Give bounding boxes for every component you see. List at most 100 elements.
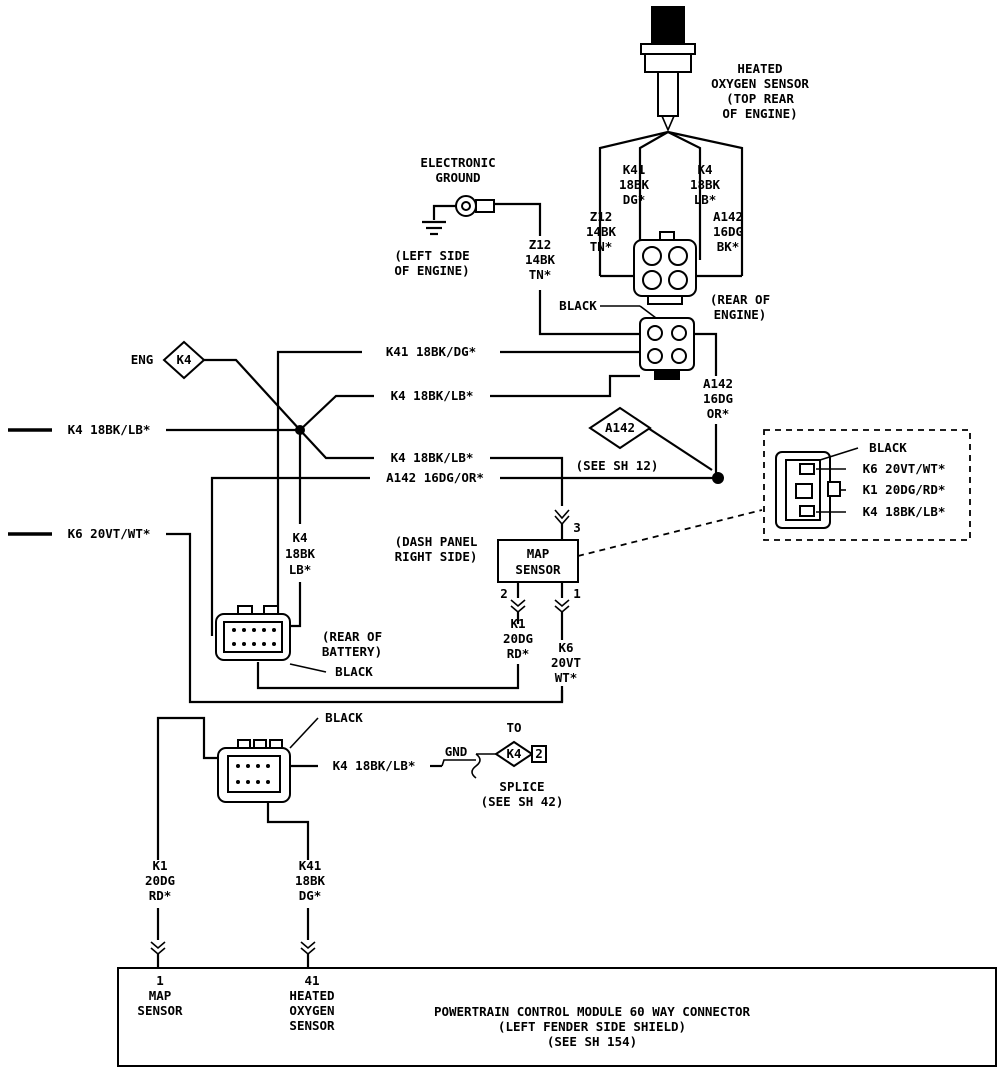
sensor-title-line: OF ENGINE) bbox=[722, 106, 797, 121]
wire-label: 20VT bbox=[551, 655, 581, 670]
wire-label: 16DG bbox=[703, 391, 733, 406]
wire-label: 18BK bbox=[690, 177, 721, 192]
rear-engine-connector bbox=[600, 305, 718, 478]
wire-label: A142 bbox=[713, 209, 743, 224]
splice-tag: K4 bbox=[506, 746, 521, 761]
wire-label: LB* bbox=[289, 562, 312, 577]
wire-label: K1 bbox=[510, 616, 525, 631]
sensor-title-line: HEATED bbox=[737, 61, 782, 76]
connector-color: BLACK bbox=[559, 298, 597, 313]
ground-labels: ELECTRONIC GROUND (LEFT SIDE OF ENGINE) … bbox=[394, 155, 555, 282]
wire-label: 20DG bbox=[503, 631, 533, 646]
splice-number: 2 bbox=[535, 746, 543, 761]
sensor-title-line: OXYGEN SENSOR bbox=[711, 76, 809, 91]
wire-label: TN* bbox=[529, 267, 552, 282]
wire-label: LB* bbox=[694, 192, 717, 207]
ground-title: GROUND bbox=[435, 170, 480, 185]
pcm-title: (LEFT FENDER SIDE SHIELD) bbox=[498, 1019, 686, 1034]
splice-label: ENG bbox=[131, 352, 154, 367]
ground-location: (LEFT SIDE bbox=[394, 248, 469, 263]
map-sensor-location: (DASH PANEL bbox=[395, 534, 478, 549]
pin-number: 2 bbox=[500, 586, 508, 601]
splice-label: SPLICE bbox=[499, 779, 544, 794]
battery-connector bbox=[215, 605, 327, 673]
wire-label: K1 20DG/RD* bbox=[863, 482, 946, 497]
lower-connector-labels: BLACK K4 18BK/LB* GND bbox=[325, 710, 467, 773]
map-connector-detail: BLACK K6 20VT/WT* K1 20DG/RD* K4 18BK/LB… bbox=[763, 429, 971, 541]
wire-label: RD* bbox=[507, 646, 530, 661]
wire-label: K6 bbox=[558, 640, 573, 655]
pin-number: 1 bbox=[573, 586, 581, 601]
eng-k4-splice-tag: ENG K4 bbox=[131, 340, 206, 380]
wire-label: K41 18BK/DG* bbox=[386, 344, 476, 359]
wire-label: OR* bbox=[707, 406, 730, 421]
connector-location: BATTERY) bbox=[322, 644, 382, 659]
lower-connector bbox=[156, 716, 481, 860]
pin-label: HEATED bbox=[289, 988, 334, 1003]
wire-label: K4 18BK/LB* bbox=[333, 758, 416, 773]
wire-label: K4 bbox=[697, 162, 712, 177]
wire-label: TN* bbox=[590, 239, 613, 254]
map-sensor-name: SENSOR bbox=[515, 562, 561, 577]
connector-location: (REAR OF bbox=[710, 292, 770, 307]
wire-label: K4 18BK/LB* bbox=[391, 388, 474, 403]
wire-label: K1 bbox=[152, 858, 167, 873]
wire-label: K6 20VT/WT* bbox=[863, 461, 946, 476]
wire-label: K4 18BK/LB* bbox=[391, 450, 474, 465]
pcm-connector: 1 MAP SENSOR 41 HEATED OXYGEN SENSOR POW… bbox=[117, 967, 997, 1067]
wire-label: 14BK bbox=[525, 252, 556, 267]
wire-label: 14BK bbox=[586, 224, 617, 239]
a142-splice-tag: A142 bbox=[588, 406, 652, 450]
ground-location: OF ENGINE) bbox=[394, 263, 469, 278]
wire-label: 16DG bbox=[713, 224, 743, 239]
map-sensor bbox=[256, 509, 763, 702]
wire-label: Z12 bbox=[529, 237, 552, 252]
sensor-title-line: (TOP REAR bbox=[726, 91, 794, 106]
wire-label: A142 16DG/OR* bbox=[386, 470, 484, 485]
pin-label: SENSOR bbox=[289, 1018, 335, 1033]
splice-label: (SEE SH 42) bbox=[481, 794, 564, 809]
pin-number: 3 bbox=[573, 520, 581, 535]
main-wires bbox=[8, 350, 724, 704]
battery-connector-labels: (REAR OF BATTERY) BLACK bbox=[322, 629, 382, 679]
pin-label: SENSOR bbox=[137, 1003, 183, 1018]
rear-engine-labels: BLACK (REAR OF ENGINE) A142 16DG OR* bbox=[559, 292, 770, 421]
wire-label: A142 bbox=[703, 376, 733, 391]
splice-tag: A142 bbox=[605, 420, 635, 435]
wire-label: WT* bbox=[555, 670, 578, 685]
map-sensor-location: RIGHT SIDE) bbox=[395, 549, 478, 564]
wire-label: K4 18BK/LB* bbox=[68, 422, 151, 437]
connector-location: (REAR OF bbox=[322, 629, 382, 644]
main-wire-labels: K41 18BK/DG* K4 18BK/LB* K4 18BK/LB* K4 … bbox=[68, 344, 659, 577]
wire-label: K4 18BK/LB* bbox=[863, 504, 946, 519]
sensor-title: HEATED OXYGEN SENSOR (TOP REAR OF ENGINE… bbox=[711, 61, 809, 121]
sensor-wire-labels: K41 18BK DG* K4 18BK LB* Z12 14BK TN* A1… bbox=[586, 162, 743, 254]
connector-location: ENGINE) bbox=[714, 307, 767, 322]
wire-label: K41 bbox=[299, 858, 322, 873]
pin-label: MAP bbox=[149, 988, 172, 1003]
wire-label: GND bbox=[445, 744, 468, 759]
wire-label: K41 bbox=[623, 162, 646, 177]
connector-color: BLACK bbox=[335, 664, 373, 679]
k4-splice-tag: TO K4 2 SPLICE (SEE SH 42) bbox=[476, 720, 563, 809]
wire-label: BK* bbox=[717, 239, 740, 254]
pin-label: OXYGEN bbox=[289, 1003, 334, 1018]
connector-color: BLACK bbox=[325, 710, 363, 725]
wire-label: DG* bbox=[623, 192, 646, 207]
connector-color: BLACK bbox=[869, 440, 907, 455]
wire-label: DG* bbox=[299, 888, 322, 903]
sensor-connector bbox=[633, 231, 697, 305]
wire-label: Z12 bbox=[590, 209, 613, 224]
pcm-title: POWERTRAIN CONTROL MODULE 60 WAY CONNECT… bbox=[434, 1004, 751, 1019]
wire-label: 18BK bbox=[285, 546, 316, 561]
splice-tag: K4 bbox=[176, 352, 191, 367]
pcm-wires: K1 20DG RD* K41 18BK DG* bbox=[145, 858, 326, 968]
wire-label: 18BK bbox=[619, 177, 650, 192]
wire-label: K4 bbox=[292, 530, 307, 545]
electronic-ground bbox=[422, 195, 640, 336]
map-sensor-name: MAP bbox=[527, 546, 550, 561]
wire-label: 20DG bbox=[145, 873, 175, 888]
map-sensor-labels: MAP SENSOR (DASH PANEL RIGHT SIDE) 3 2 1… bbox=[395, 520, 581, 685]
ground-title: ELECTRONIC bbox=[420, 155, 495, 170]
